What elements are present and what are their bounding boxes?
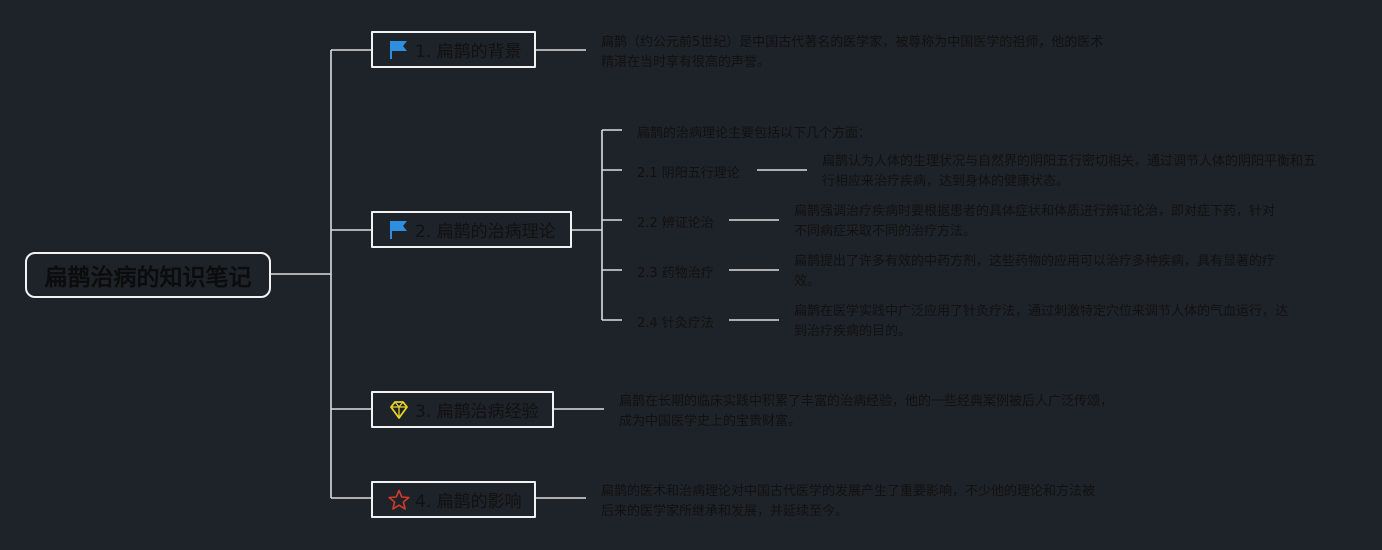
- flag-icon: [388, 219, 410, 241]
- root-node[interactable]: 扁鹊治病的知识笔记: [25, 252, 271, 298]
- sub-topic-medicine[interactable]: 2.3 药物治疗: [637, 266, 714, 281]
- sub-topic-note: 扁鹊强调治疗疾病时要根据患者的具体症状和体质进行辨证论治，即对症下药，针对不同病…: [794, 204, 1276, 239]
- theory-intro: 扁鹊的治病理论主要包括以下几个方面：: [637, 126, 872, 141]
- branch-node-experience[interactable]: 3. 扁鹊治病经验: [371, 391, 554, 428]
- branch-note: 扁鹊在长期的临床实践中积累了丰富的治病经验，他的一些经典案例被后人广泛传颂，成为…: [619, 394, 1114, 429]
- sub-topic-note: 扁鹊提出了许多有效的中药方剂，这些药物的应用可以治疗多种疾病，具有显著的疗效。: [794, 254, 1276, 289]
- branch-node-theory[interactable]: 2. 扁鹊的治病理论: [371, 211, 572, 248]
- branch-label: 2. 扁鹊的治病理论: [415, 222, 556, 242]
- root-title: 扁鹊治病的知识笔记: [44, 265, 252, 291]
- branch-node-background[interactable]: 1. 扁鹊的背景: [371, 31, 536, 68]
- sub-topic-note: 扁鹊在医学实践中广泛应用了针灸疗法，通过刺激特定穴位来调节人体的气血运行，达到治…: [794, 304, 1289, 339]
- sub-topic-acupuncture[interactable]: 2.4 针灸疗法: [637, 316, 714, 331]
- sub-topic-diagnosis[interactable]: 2.2 辨证论治: [637, 216, 714, 231]
- diamond-icon: [388, 399, 410, 421]
- sub-topic-yinyang[interactable]: 2.1 阴阳五行理论: [637, 166, 740, 181]
- branch-note: 扁鹊（约公元前5世纪）是中国古代著名的医学家，被尊称为中国医学的祖师，他的医术精…: [601, 35, 1104, 70]
- sub-topic-note: 扁鹊认为人体的生理状况与自然界的阴阳五行密切相关，通过调节人体的阴阳平衡和五行相…: [822, 154, 1317, 189]
- flag-icon: [388, 39, 410, 61]
- star-icon: [388, 489, 410, 511]
- branch-node-influence[interactable]: 4. 扁鹊的影响: [371, 481, 536, 518]
- branch-label: 4. 扁鹊的影响: [415, 492, 522, 512]
- branch-note: 扁鹊的医术和治病理论对中国古代医学的发展产生了重要影响，不少他的理论和方法被后来…: [601, 484, 1096, 519]
- branch-label: 3. 扁鹊治病经验: [415, 402, 539, 422]
- branch-label: 1. 扁鹊的背景: [415, 42, 522, 62]
